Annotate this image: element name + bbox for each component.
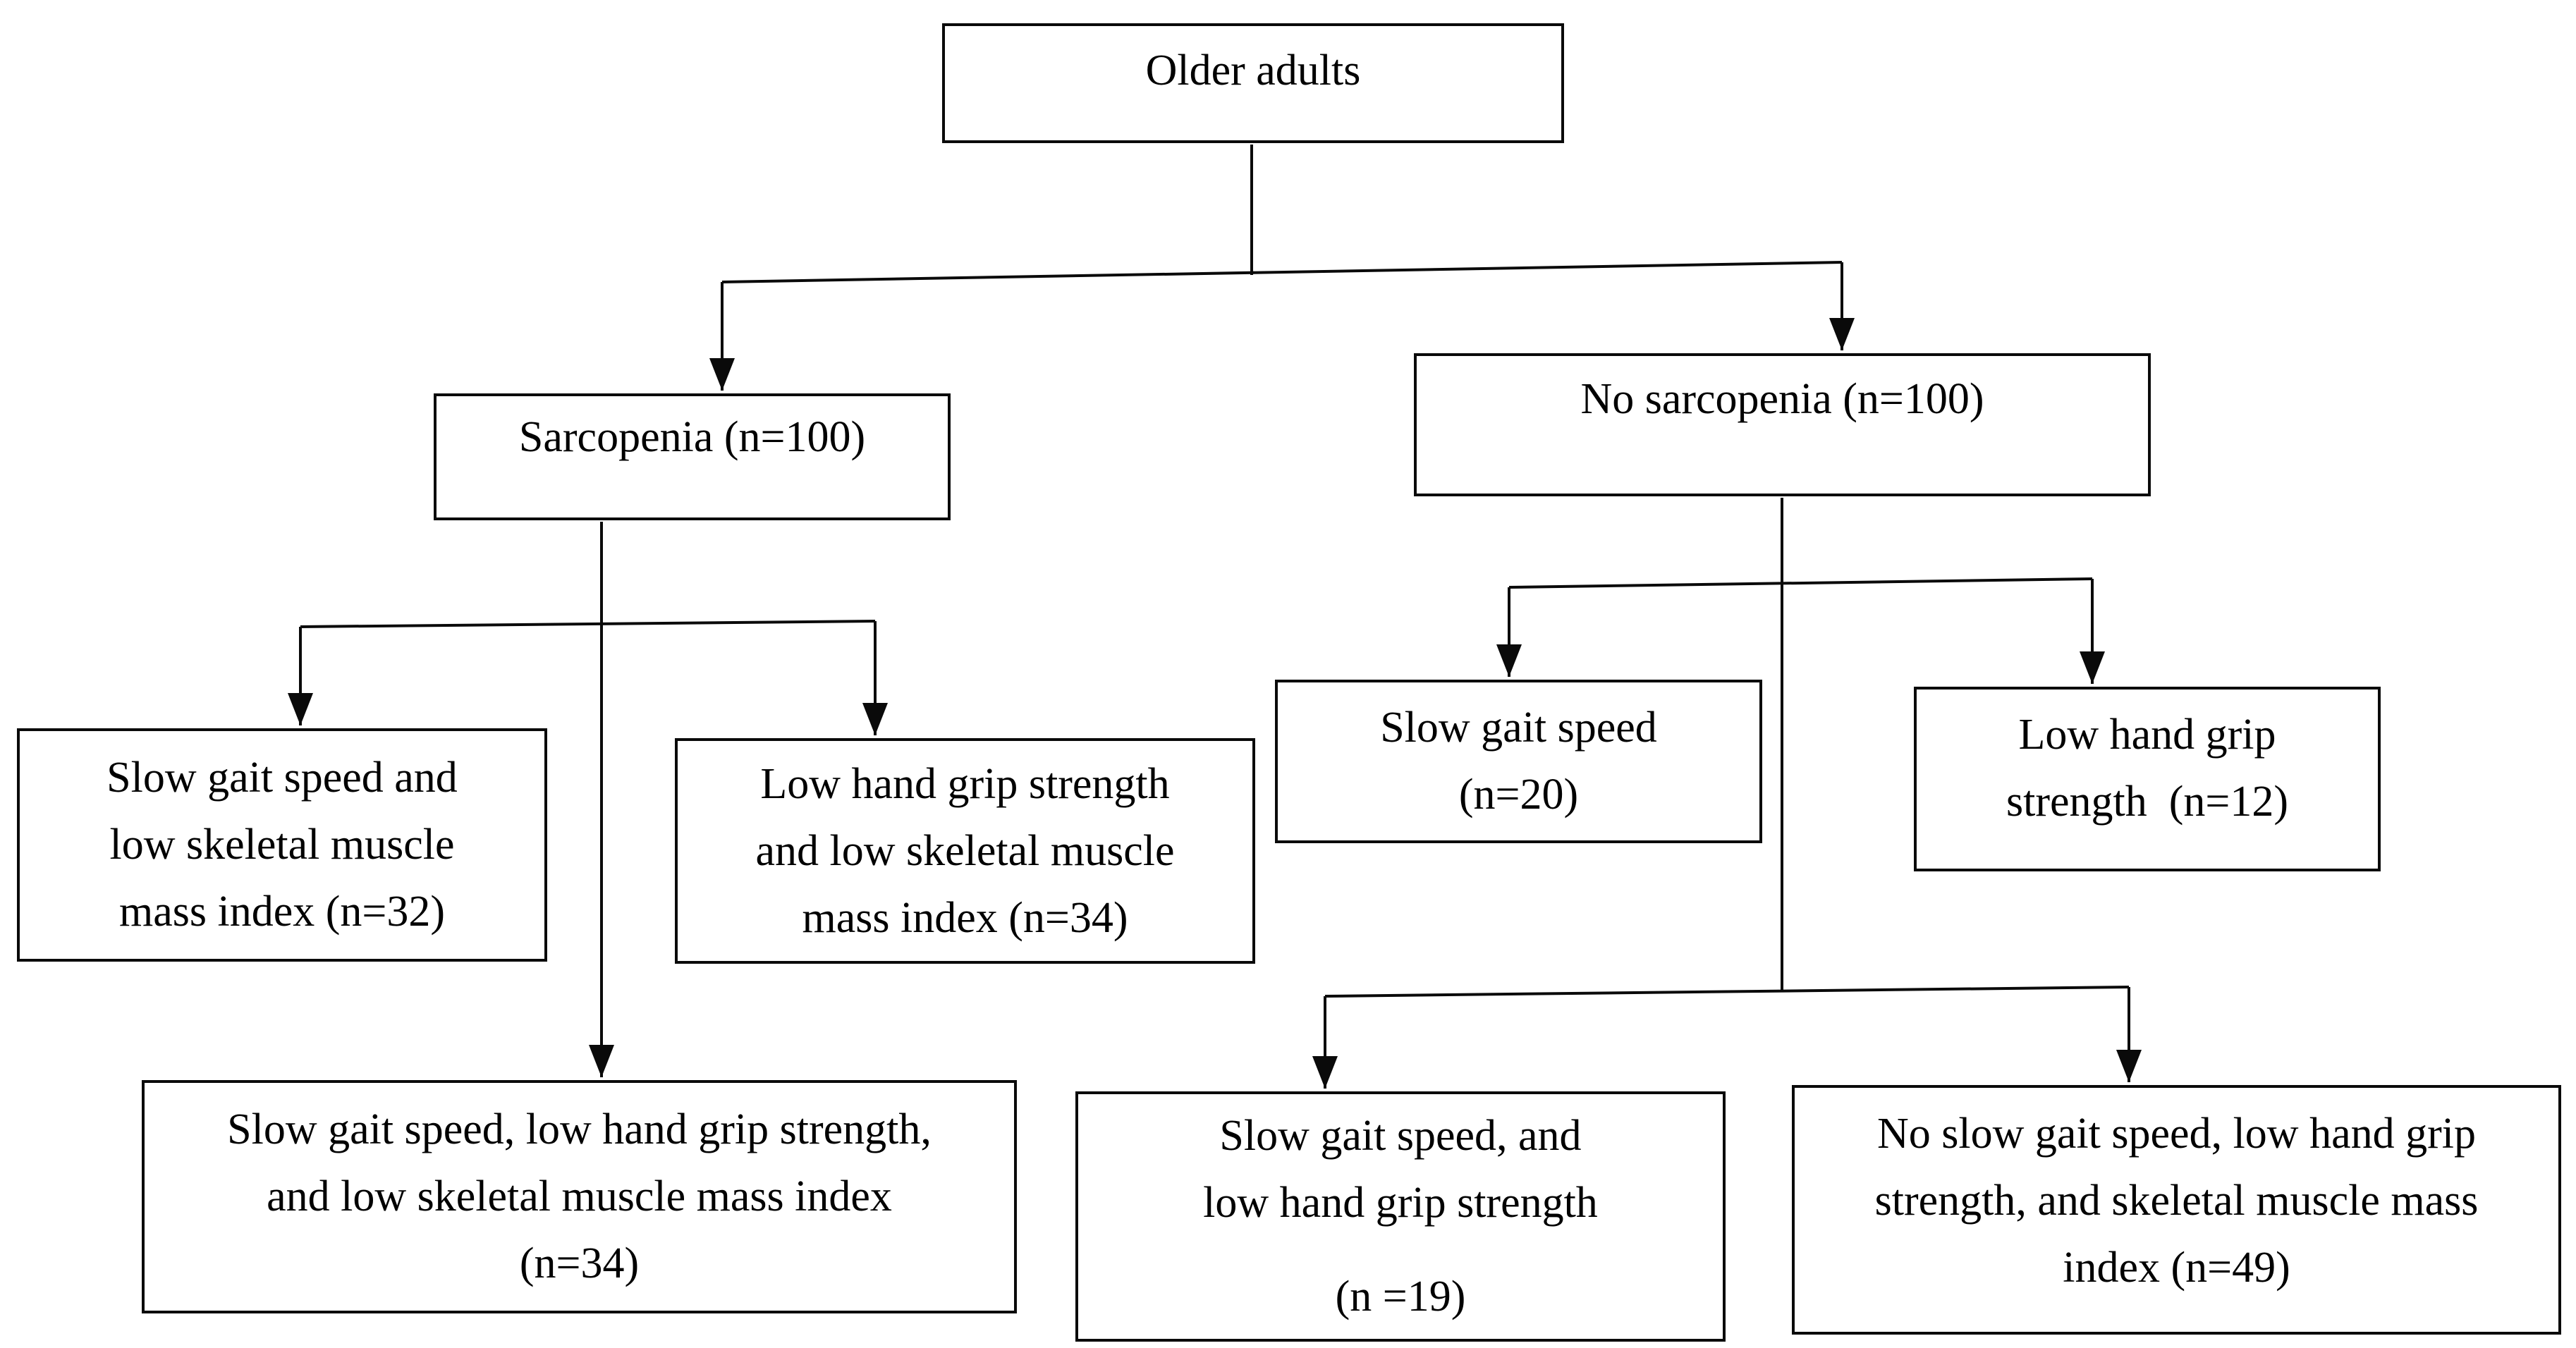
node-text-line: (n=20) xyxy=(1458,771,1579,819)
node-text-line: Slow gait speed xyxy=(1380,704,1657,752)
node-text-line: Slow gait speed, and xyxy=(1219,1112,1582,1160)
node-text-line: (n=34) xyxy=(519,1239,640,1287)
connector-top-split xyxy=(721,261,1843,283)
node-low-grip-low-smi: Low hand grip strength and low skeletal … xyxy=(675,738,1255,964)
node-text-line: low hand grip strength xyxy=(1203,1179,1598,1227)
node-slow-gait-only: Slow gait speed (n=20) xyxy=(1275,680,1762,843)
node-no-sarcopenia: No sarcopenia (n=100) xyxy=(1414,353,2151,496)
node-text-line: (n =19) xyxy=(1335,1273,1466,1321)
node-text-line: Low hand grip strength xyxy=(760,759,1170,808)
node-slow-gait-and-low-grip: Slow gait speed, and low hand grip stren… xyxy=(1075,1091,1726,1342)
node-text-line: strength, and skeletal muscle mass xyxy=(1874,1176,2479,1225)
node-text-line: low skeletal muscle xyxy=(109,821,455,869)
connector-right-split-2 xyxy=(1324,986,2130,998)
node-all-three-criteria: Slow gait speed, low hand grip strength,… xyxy=(142,1080,1017,1313)
node-no-criteria: No slow gait speed, low hand grip streng… xyxy=(1792,1085,2561,1335)
node-text-line: index (n=49) xyxy=(2063,1243,2290,1292)
node-no-sarcopenia-label: No sarcopenia (n=100) xyxy=(1580,375,1984,423)
connectors xyxy=(288,145,2142,1089)
node-sarcopenia: Sarcopenia (n=100) xyxy=(434,393,951,520)
node-text-line: Slow gait speed and xyxy=(106,754,458,802)
node-low-grip-only: Low hand grip strength (n=12) xyxy=(1914,687,2381,871)
connector-sarcopenia-split xyxy=(300,620,876,628)
node-text-line: strength (n=12) xyxy=(2006,778,2288,826)
node-older-adults: Older adults xyxy=(942,23,1564,143)
node-text-line: and low skeletal muscle xyxy=(755,826,1175,875)
node-text-line: Low hand grip xyxy=(2018,711,2276,759)
node-text-line: mass index (n=34) xyxy=(802,893,1128,942)
node-text-line: No slow gait speed, low hand grip xyxy=(1877,1109,2476,1158)
node-older-adults-label: Older adults xyxy=(1145,46,1361,94)
connector-right-split-1 xyxy=(1508,577,2093,589)
node-text-line: mass index (n=32) xyxy=(118,888,445,936)
node-sarcopenia-label: Sarcopenia (n=100) xyxy=(518,412,866,461)
node-text-line: Slow gait speed, low hand grip strength, xyxy=(227,1105,932,1153)
node-text-line: and low skeletal muscle mass index xyxy=(267,1172,892,1220)
node-slow-gait-low-smi: Slow gait speed and low skeletal muscle … xyxy=(17,728,547,962)
